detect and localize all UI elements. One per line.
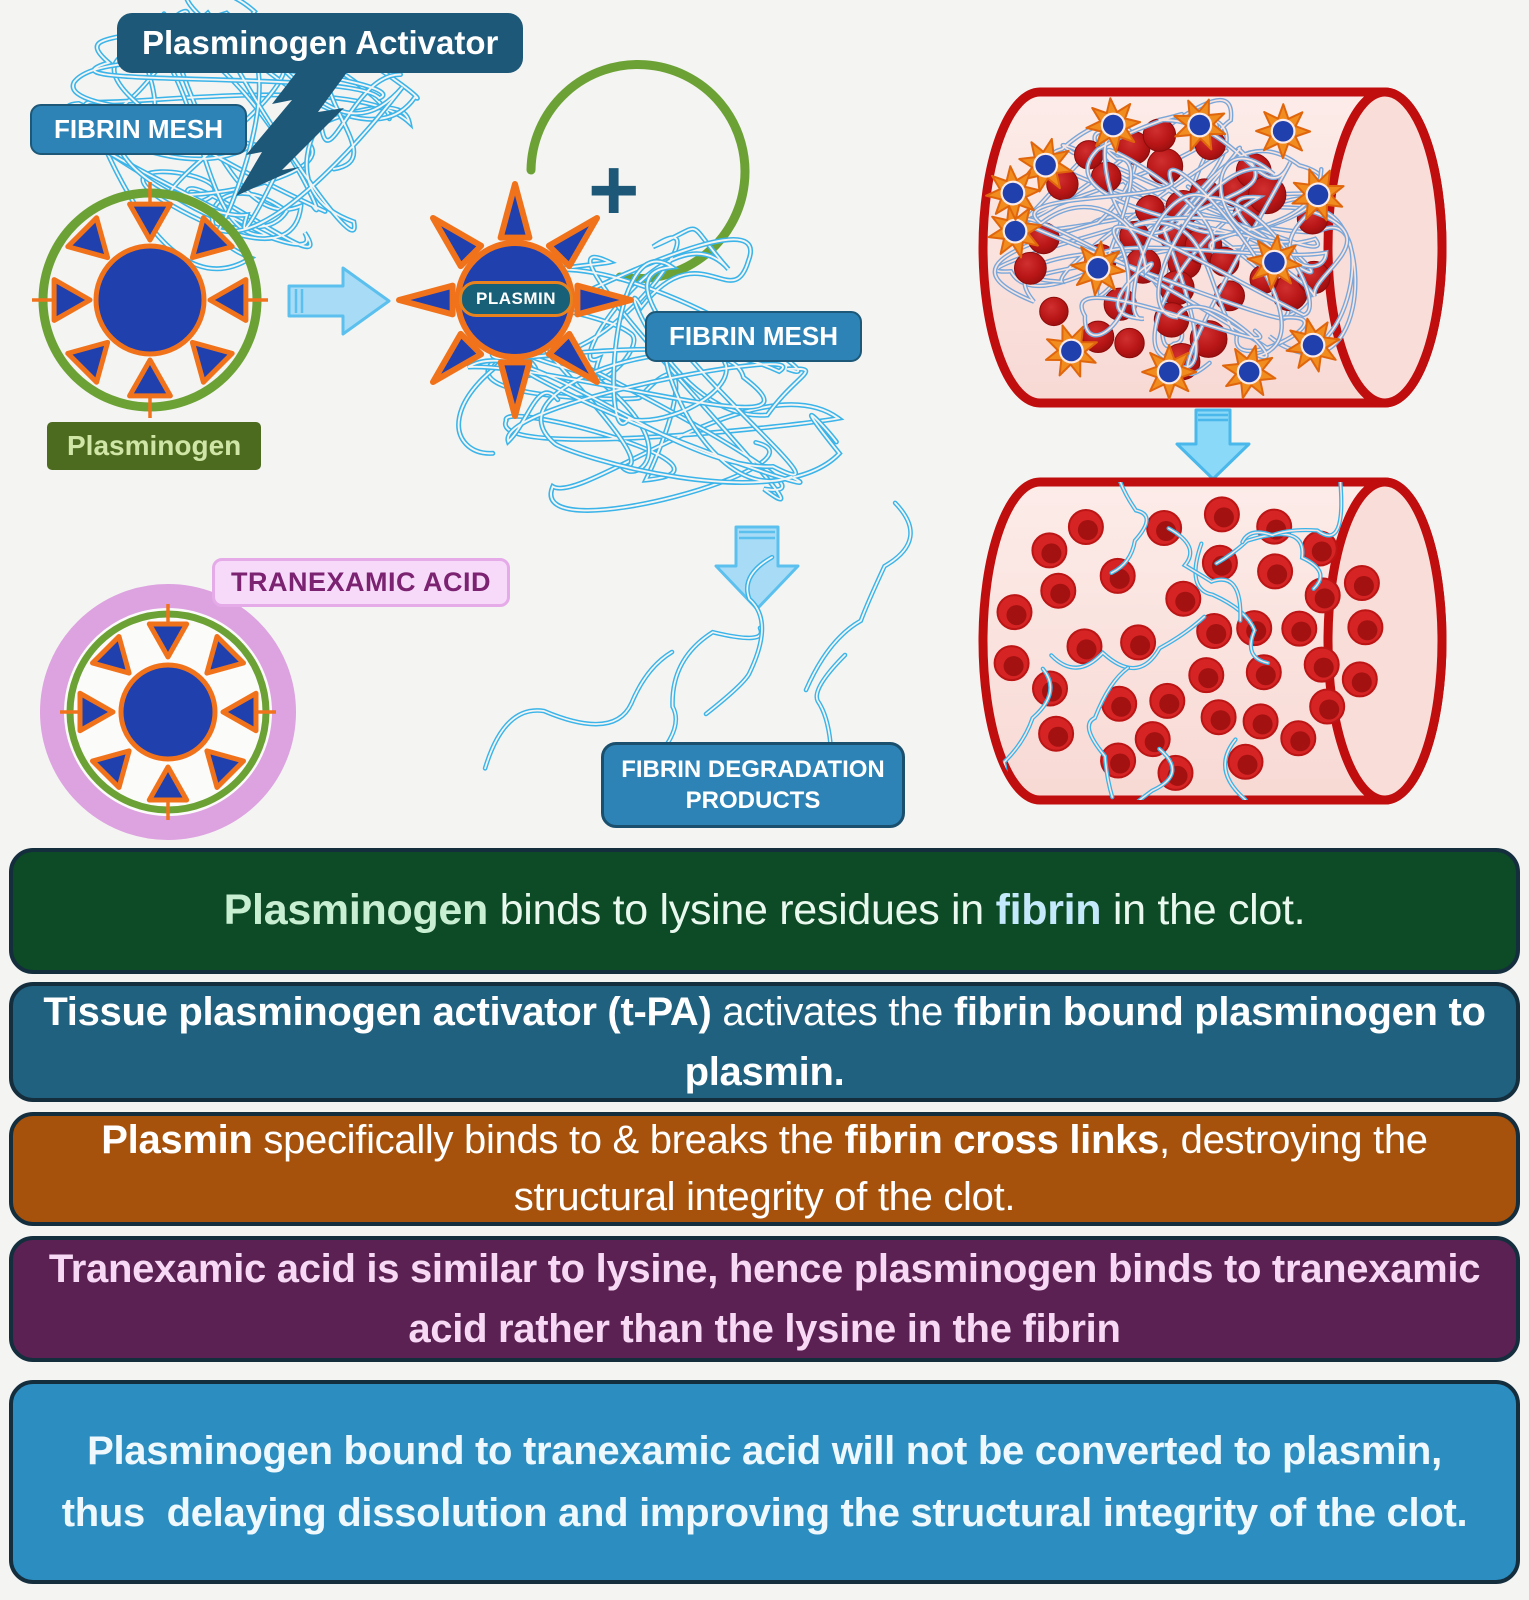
plasminogen-label: Plasminogen bbox=[47, 422, 262, 470]
banner-5-run-0: Plasminogen bound to tranexamic acid wil… bbox=[61, 1429, 1468, 1535]
banner-2-run-0: Tissue plasminogen activator (t-PA) bbox=[43, 990, 712, 1034]
banner-tranexamic-similar-lysine: Tranexamic acid is similar to lysine, he… bbox=[9, 1236, 1520, 1362]
banner-plasminogen-binds-fibrin: Plasminogen binds to lysine residues in … bbox=[9, 848, 1520, 974]
fibrin-mesh-label-2: FIBRIN MESH bbox=[645, 311, 862, 362]
tranexamic-acid-label: TRANEXAMIC ACID bbox=[212, 558, 510, 607]
fibrin-mesh-label-1: FIBRIN MESH bbox=[30, 104, 247, 155]
banner-3-run-3: , destroying the structural integrity of… bbox=[513, 1118, 1428, 1219]
banner-3-run-1: specifically binds to & breaks the bbox=[252, 1118, 845, 1163]
plasminogen-stars-on-clot bbox=[985, 97, 1345, 400]
banner-4-text: Tranexamic acid is similar to lysine, he… bbox=[41, 1239, 1488, 1359]
dissolved-clot-contents bbox=[984, 482, 1384, 800]
banner-2-text: Tissue plasminogen activator (t-PA) acti… bbox=[41, 982, 1488, 1102]
right-arrow-icon bbox=[287, 266, 391, 336]
lightning-bolt-icon bbox=[236, 60, 356, 196]
diagram-graphics bbox=[32, 0, 1447, 840]
banner-delayed-dissolution: Plasminogen bound to tranexamic acid wil… bbox=[9, 1380, 1520, 1584]
banner-4-run-0: Tranexamic acid is similar to lysine, he… bbox=[48, 1247, 1481, 1351]
banner-1-text: Plasminogen binds to lysine residues in … bbox=[224, 885, 1306, 937]
fibrin-fragments-graphic bbox=[482, 500, 913, 802]
banner-2-run-2: fibrin bound plasminogen to plasmin. bbox=[684, 990, 1486, 1094]
banner-5-text: Plasminogen bound to tranexamic acid wil… bbox=[41, 1420, 1488, 1544]
banner-1-run-0: Plasminogen bbox=[223, 886, 489, 935]
banner-3-text: Plasmin specifically binds to & breaks t… bbox=[41, 1112, 1488, 1226]
banner-1-run-2: fibrin bbox=[995, 886, 1102, 935]
banner-3-run-2: fibrin cross links bbox=[844, 1118, 1160, 1163]
plus-sign: + bbox=[588, 140, 640, 239]
plasminogen-molecule bbox=[32, 182, 268, 418]
fibrin-degradation-products-label: FIBRIN DEGRADATION PRODUCTS bbox=[601, 742, 905, 829]
banner-3-run-0: Plasmin bbox=[101, 1118, 253, 1163]
banner-2-run-1: activates the bbox=[711, 990, 954, 1034]
banner-1-run-1: binds to lysine residues in bbox=[488, 886, 996, 935]
banner-plasmin-breaks-crosslinks: Plasmin specifically binds to & breaks t… bbox=[9, 1112, 1520, 1226]
down-arrow-icon-2 bbox=[1175, 408, 1251, 481]
open-green-ring bbox=[526, 60, 750, 284]
tranexamic-plasminogen-complex bbox=[40, 584, 296, 840]
plasmin-label: PLASMIN bbox=[459, 281, 573, 317]
banner-tpa-activates: Tissue plasminogen activator (t-PA) acti… bbox=[9, 982, 1520, 1102]
plasminogen-activator-label: Plasminogen Activator bbox=[117, 13, 524, 73]
banner-1-run-3: in the clot. bbox=[1101, 886, 1306, 935]
